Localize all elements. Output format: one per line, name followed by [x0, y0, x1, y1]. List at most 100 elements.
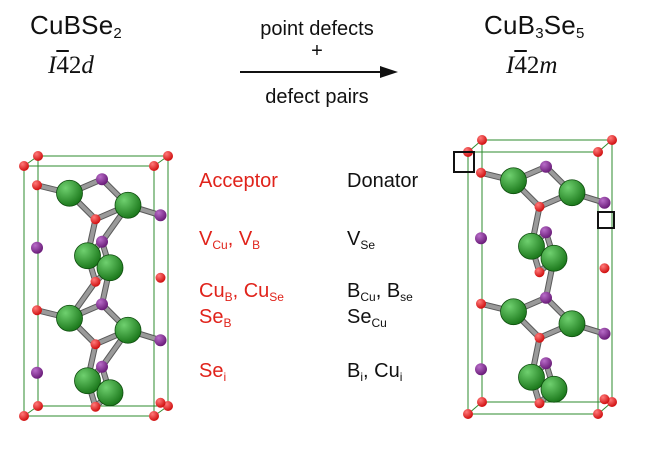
copper-atom [540, 375, 568, 403]
right-formula-part1: CuB [484, 10, 536, 40]
boron-atom [90, 276, 101, 287]
corner-atom [607, 135, 617, 145]
right-sg-I: I [506, 52, 515, 79]
acceptor-row3: Sei [199, 360, 226, 383]
selenium-atom [540, 226, 552, 239]
copper-atom [114, 316, 142, 344]
boron-atom [90, 214, 101, 225]
acceptor-header: Acceptor [199, 170, 278, 192]
corner-atom [149, 411, 159, 421]
boron-atom [90, 339, 101, 350]
donator-row1: VSe [347, 228, 375, 251]
copper-atom [500, 167, 527, 195]
corner-atom [19, 161, 29, 171]
corner-atom [149, 161, 159, 171]
defect-symbol: V [347, 228, 361, 250]
donator-row2a: BCu, Bse [347, 280, 413, 303]
boron-atom [476, 298, 486, 309]
defect-site: B [252, 238, 261, 252]
left-formula: CuBSe2 [30, 10, 122, 41]
selenium-atom [475, 363, 487, 376]
copper-atom [518, 363, 545, 391]
right-formula-part2: Se [543, 10, 576, 40]
defect-symbol: V [199, 228, 213, 250]
selenium-atom [154, 209, 167, 222]
copper-atom [114, 191, 142, 219]
boron-atom [534, 267, 545, 278]
boron-atom [534, 398, 545, 409]
arrow-bottom-label: defect pairs [265, 86, 369, 108]
corner-atom [33, 401, 43, 411]
boron-atom [599, 263, 610, 274]
defect-site: se [400, 290, 413, 304]
copper-atom [56, 304, 83, 332]
corner-atom [33, 151, 43, 161]
copper-atom [74, 367, 101, 395]
defect-site: i [360, 370, 364, 384]
copper-atom [518, 232, 545, 260]
left-sg-d: d [81, 52, 94, 79]
selenium-atom [540, 357, 552, 370]
corner-atom [163, 401, 173, 411]
defect-symbol: Se [347, 306, 372, 328]
right-spacegroup: I42m [506, 52, 557, 80]
boron-atom [32, 180, 42, 191]
defect-site: i [223, 370, 227, 384]
selenium-atom [96, 360, 108, 373]
separator: , [375, 280, 387, 302]
defect-symbol: B [347, 280, 361, 302]
selenium-atom [598, 196, 611, 209]
defect-site: B [223, 316, 232, 330]
defect-site: Se [360, 238, 376, 252]
donator-row2b: SeCu [347, 306, 387, 329]
left-spacegroup: I42d [48, 52, 94, 80]
right-formula-sub2: 5 [575, 25, 585, 42]
boron-atom [155, 272, 166, 283]
selenium-atom [31, 241, 43, 254]
defect-site: Cu [371, 316, 387, 330]
copper-atom [96, 379, 124, 407]
boron-atom [476, 167, 486, 178]
selenium-atom [154, 334, 167, 347]
corner-atom [163, 151, 173, 161]
acceptor-row2b: SeB [199, 306, 231, 329]
boron-atom [534, 332, 545, 343]
separator: , [363, 360, 375, 382]
boron-atom [90, 401, 101, 412]
donator-header: Donator [347, 170, 419, 192]
corner-atom [463, 409, 473, 419]
acceptor-row2a: CuB, CuSe [199, 280, 284, 303]
copper-atom [96, 254, 124, 282]
defect-symbol: Cu [374, 360, 400, 382]
boron-atom [32, 305, 42, 316]
corner-atom [593, 409, 603, 419]
copper-atom [558, 310, 586, 338]
copper-atom [500, 298, 527, 326]
right-sg-bar4: 4 [514, 52, 527, 79]
right-formula-sub1: 3 [535, 25, 544, 42]
selenium-atom [96, 173, 108, 186]
separator: , [227, 228, 239, 250]
defect-symbol: Cu [243, 280, 270, 302]
defect-site: Cu [360, 290, 376, 304]
selenium-atom [540, 291, 552, 304]
right-sg-2: 2 [526, 52, 540, 79]
boron-atom [599, 394, 610, 405]
boron-atom [534, 201, 545, 212]
boron-atom [155, 397, 166, 408]
left-sg-I: I [48, 52, 57, 79]
acceptor-row1: VCu, VB [199, 228, 260, 251]
vacancy-square [597, 211, 615, 229]
corner-atom [477, 397, 487, 407]
right-sg-m: m [539, 52, 558, 79]
arrow-plus: + [311, 40, 323, 62]
copper-atom [74, 242, 101, 270]
selenium-atom [475, 232, 487, 245]
corner-atom [593, 147, 603, 157]
corner-atom [607, 397, 617, 407]
right-formula: CuB3Se5 [484, 10, 584, 41]
left-sg-2: 2 [68, 52, 82, 79]
defect-site: i [399, 370, 403, 384]
defect-site: Cu [212, 238, 228, 252]
corner-atom [19, 411, 29, 421]
